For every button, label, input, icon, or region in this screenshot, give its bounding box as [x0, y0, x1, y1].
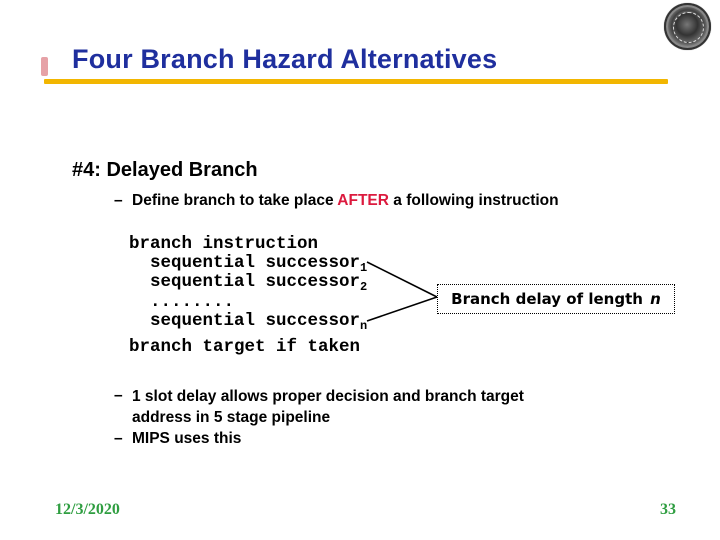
- bullet-define-text: Define branch to take place AFTER a foll…: [132, 192, 559, 210]
- university-seal-inner-icon: [673, 12, 704, 43]
- define-post: a following instruction: [388, 192, 559, 209]
- bullet-define-branch: – Define branch to take place AFTER a fo…: [114, 192, 559, 210]
- callout-text: Branch delay of length: [451, 290, 649, 308]
- code-subscript-1: 1: [360, 261, 368, 275]
- callout-connector-lines: [366, 261, 438, 322]
- bullet-slot-text: 1 slot delay allows proper decision and …: [132, 388, 524, 426]
- code-successor-text: sequential successor: [150, 311, 361, 331]
- code-line-ellipsis: ........: [150, 292, 235, 312]
- code-line-successor-1: sequential successor1: [150, 253, 368, 275]
- callout-variable-n: n: [650, 290, 661, 308]
- bullet-slot-delay: – 1 slot delay allows proper decision an…: [114, 387, 584, 429]
- page-title: Four Branch Hazard Alternatives: [72, 44, 498, 74]
- title-underline-rule: [44, 79, 668, 84]
- define-pre: Define branch to take place: [132, 192, 338, 209]
- footer-page-number: 33: [660, 501, 676, 518]
- code-line-branch-instruction: branch instruction: [129, 234, 319, 254]
- define-highlight-after: AFTER: [337, 192, 389, 209]
- code-line-successor-2: sequential successor2: [150, 272, 368, 294]
- code-subscript-2: 2: [360, 280, 368, 294]
- bullet-mips: – MIPS uses this: [114, 430, 241, 448]
- code-successor-text: sequential successor: [150, 253, 361, 273]
- footer-date: 12/3/2020: [55, 501, 120, 518]
- bullet-dash: –: [114, 430, 123, 447]
- university-seal-logo: [664, 3, 711, 50]
- code-subscript-n: n: [360, 319, 368, 333]
- branch-delay-callout-box: Branch delay of length n: [437, 284, 675, 314]
- bullet-dash: –: [114, 192, 123, 209]
- section-heading: #4: Delayed Branch: [72, 159, 258, 181]
- code-line-successor-n: sequential successorn: [150, 311, 368, 333]
- code-successor-text: sequential successor: [150, 272, 361, 292]
- title-red-accent-mark: [41, 57, 48, 76]
- bullet-mips-text: MIPS uses this: [132, 430, 242, 447]
- code-line-branch-target: branch target if taken: [129, 337, 361, 357]
- bullet-dash: –: [114, 387, 123, 404]
